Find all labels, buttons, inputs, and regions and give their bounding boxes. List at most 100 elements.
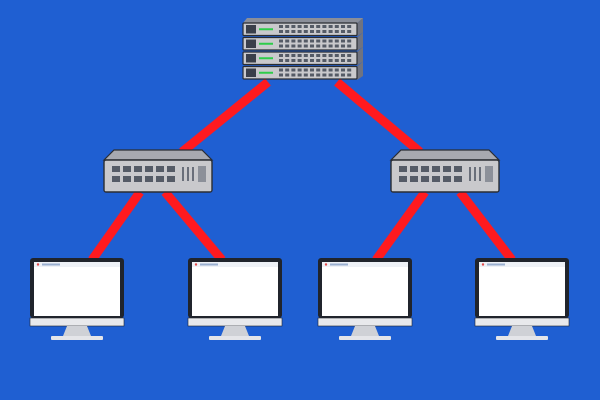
window-close-icon [324,263,328,266]
switch-port [454,166,462,172]
rack-port [297,68,302,72]
rack-port [341,25,345,28]
rack-status-panel [246,25,256,34]
monitor-base [339,336,391,340]
rack-port [347,68,352,72]
link-sw-left-to-pc-1 [88,189,144,263]
rack-port [297,73,302,77]
window-close-icon [36,263,40,266]
rack-port [347,59,352,62]
rack-port [341,44,345,48]
rack-unit-side [357,18,363,37]
rack-port [316,39,321,43]
rack-port [279,30,283,33]
monitor-base [51,336,103,340]
rack-port [316,25,321,28]
rack-port [279,59,283,62]
rack-port [328,68,333,72]
link-core-to-sw-right [334,78,423,156]
rack-port [328,54,333,57]
rack-port [303,73,308,77]
rack-port [328,44,333,48]
rack-port [322,25,327,28]
rack-port [341,30,345,33]
rack-port [303,68,308,72]
monitor-base [496,336,548,340]
rack-port [328,30,333,33]
rack-port [291,30,296,33]
switch-console-port [198,166,206,182]
rack-port [279,39,283,43]
rack-port [334,30,339,33]
window-close-icon [194,263,198,266]
monitor-icon [317,258,413,340]
rack-port [347,73,352,77]
rack-port [297,30,302,33]
rack-port [310,59,314,62]
nodes-layer [29,18,570,340]
link-core-to-sw-left [179,78,271,156]
rack-port [279,54,283,57]
rack-port [310,25,314,28]
rack-port [328,59,333,62]
rack-port [310,54,314,57]
switch-port [145,166,153,172]
rack-port [285,30,290,33]
rack-port [279,44,283,48]
rack-port [341,39,345,43]
rack-status-panel [246,68,256,77]
links-layer [88,78,516,263]
rack-port [303,30,308,33]
switch-indicator [182,167,184,181]
rack-port [285,54,290,57]
window-title-placeholder [42,263,60,266]
rack-port [334,39,339,43]
rack-port [334,25,339,28]
switch-port [167,166,175,172]
switch-indicator [479,167,481,181]
rack-port [303,25,308,28]
rack-port [310,68,314,72]
rack-port [310,30,314,33]
switch-port [399,176,407,182]
rack-port [279,73,283,77]
switch-port [454,176,462,182]
switch-port [410,176,418,182]
switch-port [421,176,429,182]
rack-port [341,59,345,62]
rack-port [291,54,296,57]
rack-port [303,59,308,62]
server-rack-icon [242,18,363,80]
rack-status-panel [246,39,256,48]
rack-port [303,44,308,48]
window-title-placeholder [487,263,505,266]
rack-port [316,54,321,57]
rack-port [285,73,290,77]
monitor-screen [192,262,278,316]
rack-port [322,39,327,43]
rack-status-panel [246,54,256,63]
rack-port [316,73,321,77]
window-title-placeholder [330,263,348,266]
switch-indicator [469,167,471,181]
switch-port [112,166,120,172]
rack-port [291,44,296,48]
monitor-icon [187,258,283,340]
rack-port [328,25,333,28]
monitor-neck [221,326,249,336]
rack-port [316,44,321,48]
link-sw-right-to-pc-4 [456,189,516,263]
rack-port [341,54,345,57]
rack-port [303,54,308,57]
rack-top [243,18,363,23]
rack-port [334,44,339,48]
rack-port [341,73,345,77]
switch-port [410,166,418,172]
monitor-neck [508,326,536,336]
switch-indicator [187,167,189,181]
switch-port [156,166,164,172]
switch-port [167,176,175,182]
rack-port [291,25,296,28]
